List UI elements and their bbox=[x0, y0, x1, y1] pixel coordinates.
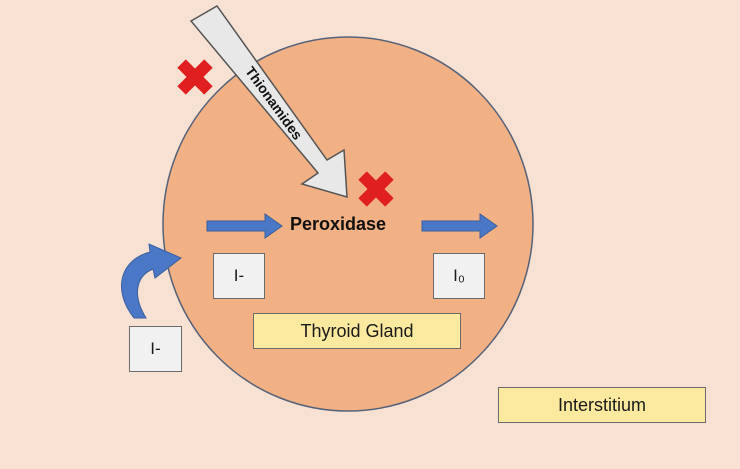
iodine-label: I₀ bbox=[453, 266, 465, 285]
iodide-outside-box: I- bbox=[129, 326, 182, 372]
arrow-right-icon bbox=[206, 213, 283, 239]
iodide-outside-label: I- bbox=[150, 339, 161, 358]
iodide-inside-label: I- bbox=[233, 266, 245, 285]
x-block-icon bbox=[358, 171, 394, 207]
iodine-box: I₀ bbox=[433, 253, 485, 299]
peroxidase-label: Peroxidase bbox=[290, 214, 387, 234]
x-block-icon bbox=[177, 59, 213, 95]
interstitium-label: Interstitium bbox=[498, 387, 706, 423]
iodide-inside-box: I- bbox=[213, 253, 265, 299]
thyroid-gland-label: Thyroid Gland bbox=[253, 313, 461, 349]
curved-arrow-icon bbox=[120, 243, 182, 319]
arrow-right-icon bbox=[421, 213, 498, 239]
